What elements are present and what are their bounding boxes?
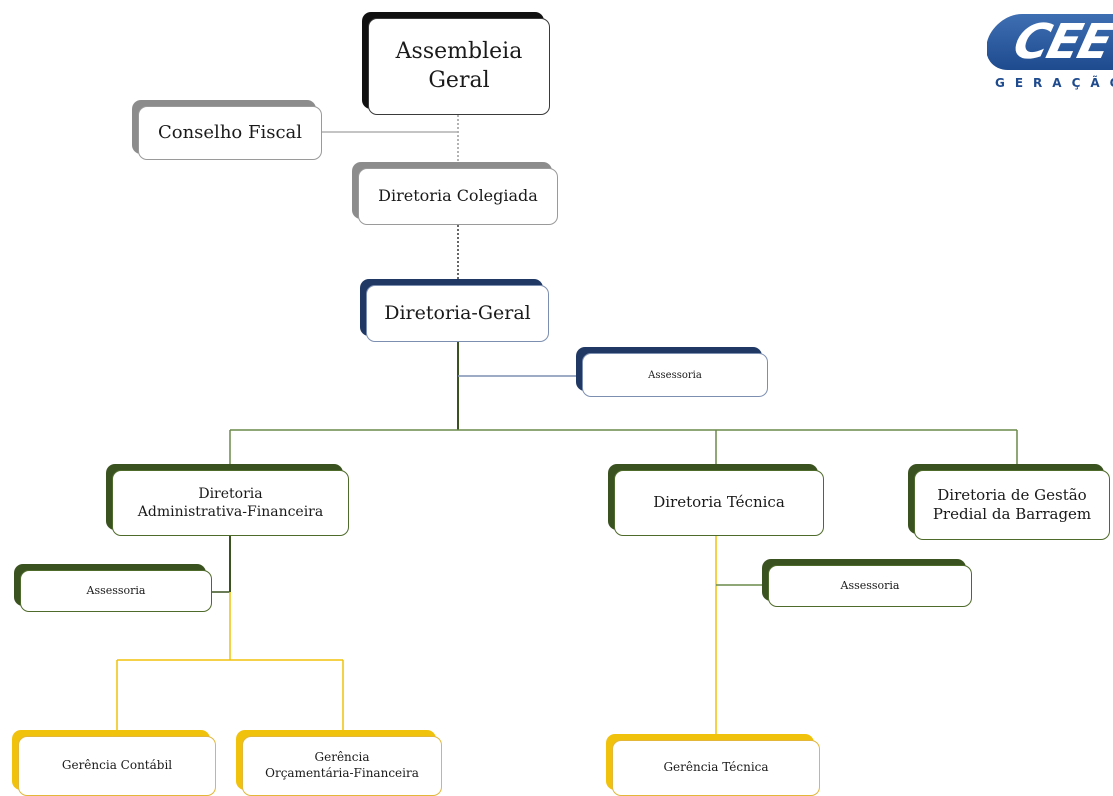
node-assembleia-line-2: Geral bbox=[428, 67, 490, 93]
node-conselho-label: Conselho Fiscal bbox=[157, 122, 303, 144]
node-assessoria-tec-label: Assessoria bbox=[840, 578, 900, 592]
node-gerencia-tecnica: Gerência Técnica bbox=[612, 740, 820, 796]
node-ger-orcamentaria-line-2: Orçamentária-Financeira bbox=[265, 766, 419, 780]
node-assessoria-geral: Assessoria bbox=[582, 353, 768, 397]
node-ger-tecnica-label: Gerência Técnica bbox=[663, 760, 769, 775]
node-assessoria-adm-label: Assessoria bbox=[86, 583, 146, 597]
node-tecnica-label: Diretoria Técnica bbox=[653, 493, 785, 512]
node-assessoria-adm: Assessoria bbox=[20, 570, 212, 612]
node-colegiada-label: Diretoria Colegiada bbox=[378, 186, 538, 206]
node-conselho-fiscal: Conselho Fiscal bbox=[138, 106, 322, 160]
node-diretoria-colegiada: Diretoria Colegiada bbox=[358, 168, 558, 225]
node-predial-line-2: Predial da Barragem bbox=[932, 505, 1092, 523]
node-diretoria-tecnica: Diretoria Técnica bbox=[614, 470, 824, 536]
node-assessoria-tec: Assessoria bbox=[768, 565, 972, 607]
company-logo: CEE GERAÇÃO bbox=[987, 14, 1113, 104]
logo-mark: CEE bbox=[987, 14, 1113, 70]
logo-subtitle: GERAÇÃO bbox=[995, 76, 1113, 90]
node-predial-line-1: Diretoria de Gestão bbox=[937, 485, 1087, 504]
node-diretoria-geral: Diretoria-Geral bbox=[366, 285, 549, 342]
node-adm-fin-line-1: Diretoria bbox=[198, 485, 263, 502]
node-assessoria-geral-label: Assessoria bbox=[648, 369, 702, 381]
node-adm-fin-line-2: Administrativa-Financeira bbox=[137, 504, 324, 520]
node-gerencia-contabil: Gerência Contábil bbox=[18, 736, 216, 796]
node-ger-contabil-label: Gerência Contábil bbox=[61, 758, 173, 773]
node-ger-orcamentaria-line-1: Gerência bbox=[314, 750, 370, 765]
node-assembleia-line-1: Assembleia bbox=[395, 38, 523, 64]
node-geral-label: Diretoria-Geral bbox=[384, 302, 531, 325]
